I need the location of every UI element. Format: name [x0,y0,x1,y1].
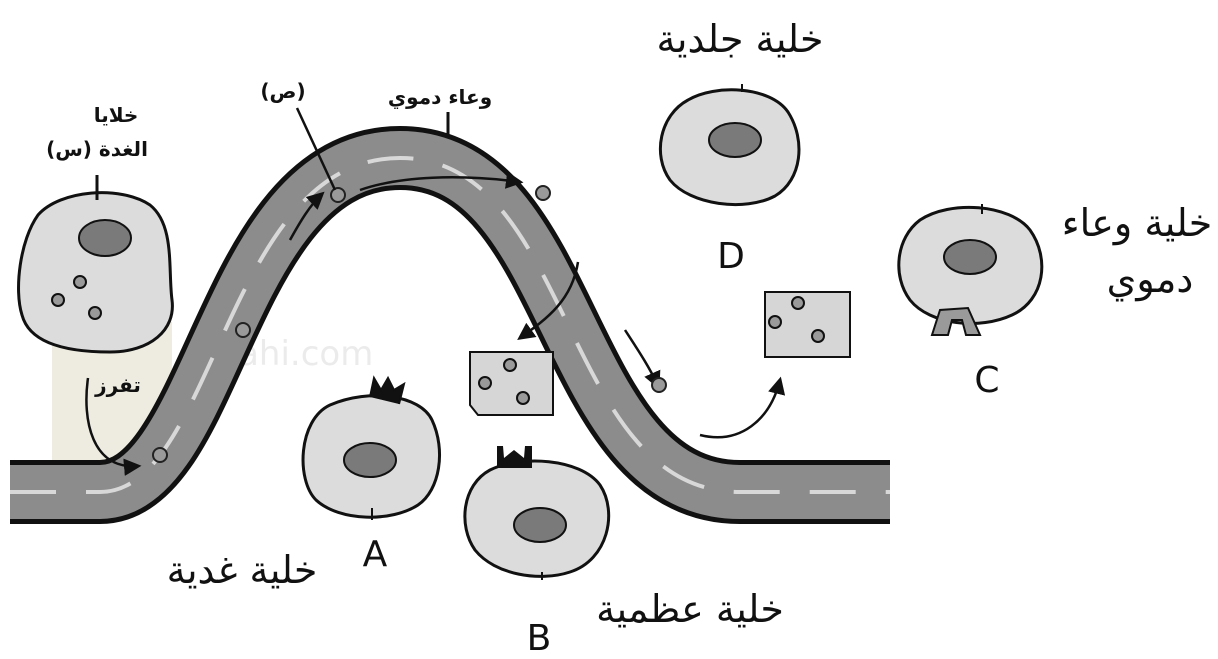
hormone-square-right [765,292,850,357]
secretes-label: تفرز [94,373,141,397]
cell-b [465,446,609,580]
hormone-particle [153,448,167,462]
cell-c [899,204,1042,335]
receptor-b [497,446,532,468]
hormone-particle [652,378,666,392]
vessel-cell-label-line2: دموي [1107,257,1194,302]
hormone-particle [536,186,550,200]
skin-cell-label: خلية جلدية [657,17,824,61]
gland-cells-label-line2: الغدة (س) [46,137,148,161]
cell-a [303,378,439,520]
gland-cells-label-line1: خلايا [94,103,139,127]
vessel-cell-label-line1: خلية وعاء [1062,201,1212,246]
gland-cell-x [19,193,173,352]
hormone-label: (ص) [260,79,305,103]
blood-vessel-label: وعاء دموي [388,85,492,110]
cell-letter-a: A [363,534,388,575]
bone-cell-label: خلية عظمية [596,587,784,631]
hormone-particle [236,323,250,337]
diffuse-arrow-right [700,380,780,437]
cell-letter-d: D [717,236,745,277]
hormone-square-left [470,352,553,415]
cell-letter-b: B [527,618,552,659]
hormone-particle [331,188,345,202]
cell-d [660,84,799,205]
cell-letter-c: C [974,360,999,401]
gland-cell-label: خلية غدية [167,548,318,592]
